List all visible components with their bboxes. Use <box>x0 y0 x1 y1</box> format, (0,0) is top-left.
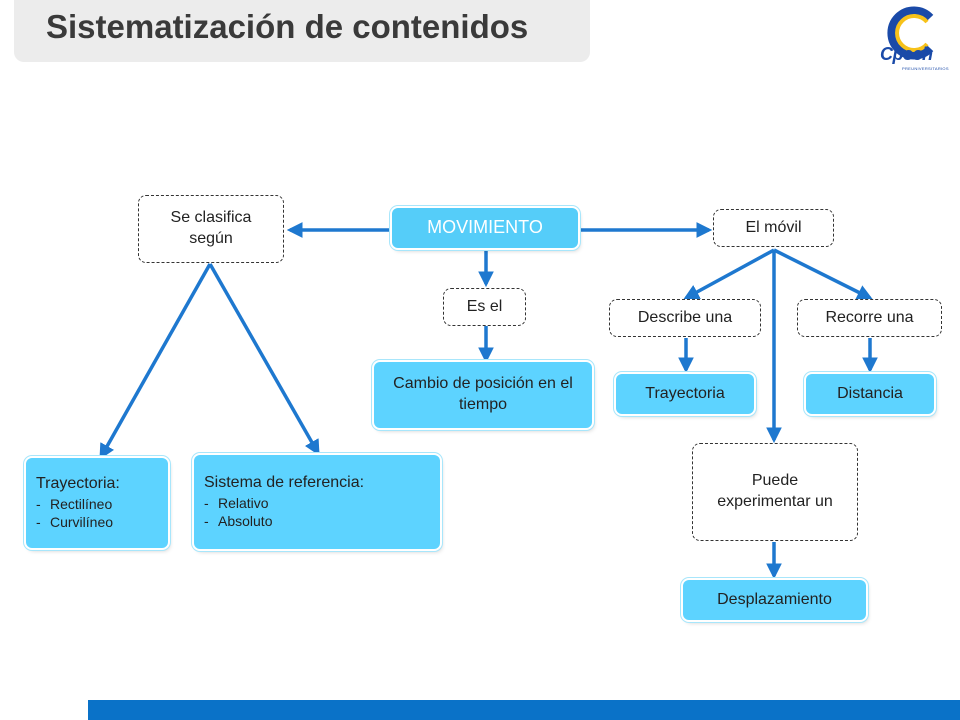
node-puede-experimentar: Puede experimentar un <box>692 443 858 541</box>
list-item-text: Curvilíneo <box>50 514 114 531</box>
arrow-to-sistema-list <box>208 263 320 456</box>
node-puede-label: Puede experimentar un <box>717 472 833 510</box>
logo-subtitle: PREUNIVERSITARIOS <box>902 66 949 71</box>
node-cambio-posicion: Cambio de posición en el tiempo <box>374 362 592 428</box>
list-item: -Absoluto <box>204 513 273 530</box>
node-movimiento: MOVIMIENTO <box>392 208 578 248</box>
arrow-to-describe <box>683 248 775 300</box>
node-distancia-label: Distancia <box>837 384 903 402</box>
node-se-clasifica: Se clasifica según <box>138 195 284 263</box>
node-recorre-label: Recorre una <box>825 308 914 326</box>
page-title: Sistematización de contenidos <box>46 8 529 45</box>
node-desplazamiento-label: Desplazamiento <box>717 590 832 608</box>
list-item-text: Rectilíneo <box>50 496 113 513</box>
logo-wordmark: Cpech <box>880 44 933 64</box>
node-cambio-label: Cambio de posición en el tiempo <box>393 375 573 413</box>
list-item: -Rectilíneo <box>36 496 113 513</box>
list-item-text: Relativo <box>218 495 269 512</box>
node-describe-una: Describe una <box>609 299 761 337</box>
node-el-movil-label: El móvil <box>745 218 802 236</box>
node-el-movil: El móvil <box>713 209 834 247</box>
cpech-logo-icon <box>887 6 934 60</box>
node-es-el-label: Es el <box>466 297 503 315</box>
node-sistema-list: Sistema de referencia: -Relativo -Absolu… <box>194 455 440 549</box>
list-item: -Curvilíneo <box>36 514 114 531</box>
list-item-text: Absoluto <box>218 513 273 530</box>
node-distancia: Distancia <box>806 374 934 414</box>
sistema-list-title: Sistema de referencia: <box>204 474 365 492</box>
bottom-accent-bar <box>88 700 960 720</box>
trayectoria-list-title: Trayectoria: <box>36 475 120 493</box>
node-trayectoria-label: Trayectoria <box>645 384 725 402</box>
arrow-to-recorre <box>773 248 873 300</box>
node-desplazamiento: Desplazamiento <box>683 580 866 620</box>
node-es-el: Es el <box>443 288 526 326</box>
title-banner: Sistematización de contenidos <box>14 0 590 62</box>
arrow-to-trayectoria-list <box>99 263 212 460</box>
node-movimiento-label: MOVIMIENTO <box>427 217 543 238</box>
node-describe-label: Describe una <box>637 308 733 326</box>
node-trayectoria-list: Trayectoria: -Rectilíneo -Curvilíneo <box>26 458 168 548</box>
node-trayectoria: Trayectoria <box>616 374 754 414</box>
list-item: -Relativo <box>204 495 269 512</box>
node-recorre-una: Recorre una <box>797 299 942 337</box>
node-se-clasifica-label: Se clasifica según <box>170 209 252 247</box>
